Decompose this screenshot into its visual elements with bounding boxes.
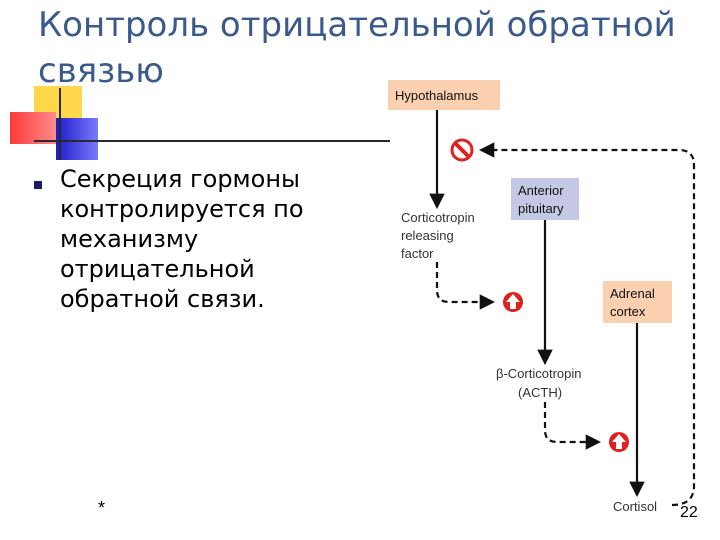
crf-label-2: releasing [401, 228, 454, 243]
slide-title: Контроль отрицательной обратной связью [38, 5, 676, 91]
anterior-pituitary-box: Anterior pituitary [511, 178, 579, 220]
stimulate-icon [609, 432, 629, 452]
bullet-marker [34, 181, 42, 189]
adrenal-cortex-label-1: Adrenal [610, 286, 655, 301]
decor-red-square [10, 112, 56, 144]
arrow-acth-to-adrenal [543, 402, 602, 450]
anterior-pituitary-label-1: Anterior [518, 183, 564, 198]
acth-label-1: β-Corticotropin [496, 366, 582, 381]
adrenal-cortex-box: Adrenal cortex [603, 281, 672, 323]
cortisol-label: Cortisol [613, 499, 657, 514]
hypothalamus-box: Hypothalamus [388, 80, 500, 110]
decor-vertical-line [59, 88, 61, 160]
crf-label-3: factor [401, 246, 434, 261]
decor-horizontal-line [34, 140, 390, 142]
arrow-cortisol-feedback [478, 142, 696, 507]
acth-label-2: (ACTH) [518, 385, 562, 400]
page-number: 22 [680, 504, 698, 521]
decor-blue-square [56, 118, 98, 160]
footer-marker: * [98, 498, 106, 518]
anterior-pituitary-label-2: pituitary [518, 201, 564, 216]
stimulate-icon [503, 292, 523, 312]
adrenal-cortex-label-2: cortex [610, 304, 646, 319]
hypothalamus-label: Hypothalamus [395, 88, 479, 103]
inhibit-icon [450, 138, 474, 162]
arrow-crf-to-pituitary [435, 262, 496, 310]
crf-label-1: Corticotropin [401, 210, 475, 225]
bullet-text: Секреция гормоны контролируется по механ… [60, 165, 304, 313]
